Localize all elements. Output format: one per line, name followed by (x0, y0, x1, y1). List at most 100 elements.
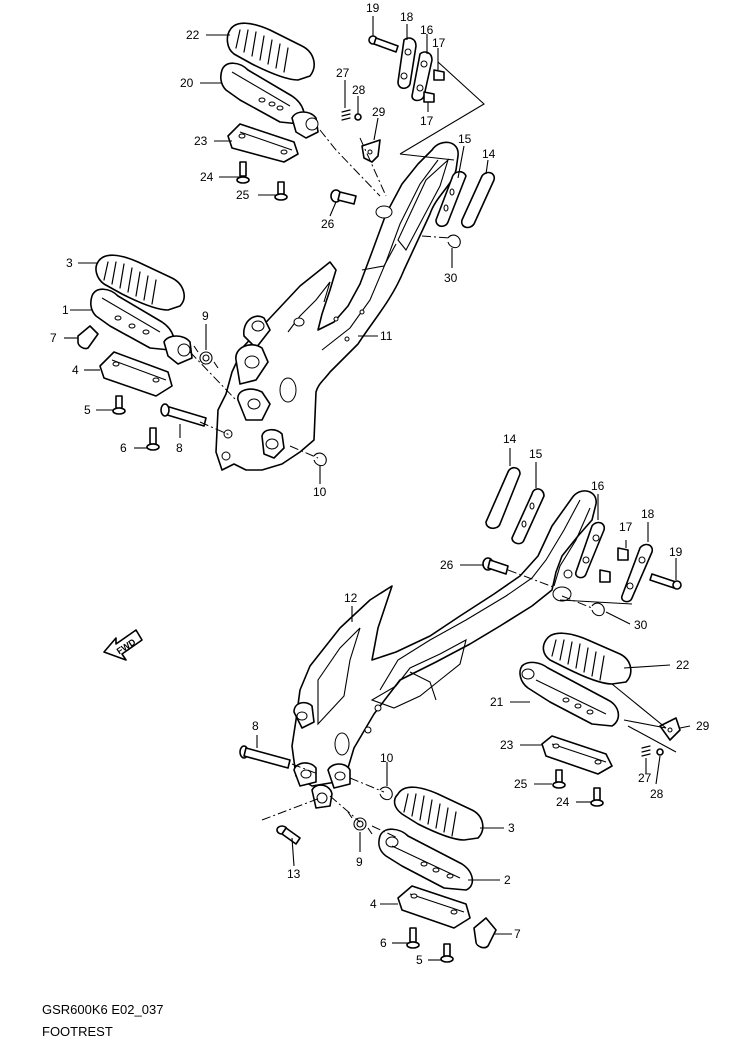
footrest-plate-23-lower (541, 735, 613, 775)
ball-28-lower (656, 748, 664, 756)
bolt-19-upper (368, 35, 399, 53)
footrest-body-2 (378, 828, 474, 891)
callout-29: 29 (372, 105, 386, 119)
footrest-plate-4-upper (99, 351, 173, 397)
callout-6: 6 (380, 936, 387, 950)
clip-30-upper (447, 234, 461, 249)
plate-18-upper (397, 37, 417, 90)
upper-callout-leaders (64, 16, 489, 484)
footrest-body-20 (220, 62, 319, 139)
collar-17-lower-a (617, 547, 629, 561)
callout-12: 12 (344, 591, 358, 605)
footrest-plate-4-lower (397, 885, 471, 929)
fwd-arrow-icon: FWD (103, 629, 143, 661)
callout-24: 24 (200, 170, 214, 184)
rubber-14-lower (485, 466, 521, 530)
plate-29-lower (659, 717, 681, 741)
plate-29-upper (361, 139, 381, 163)
spring-27-upper (341, 109, 351, 121)
rubber-14-upper (460, 171, 496, 229)
callout-5: 5 (84, 403, 91, 417)
callout-17: 17 (432, 36, 446, 50)
callout-22: 22 (186, 28, 200, 42)
callout-30: 30 (444, 271, 458, 285)
cap-7-upper (77, 325, 99, 350)
footrest-rubber-3-upper (95, 254, 185, 311)
callout-labels: 22 20 23 24 25 19 18 16 17 17 27 28 29 1… (50, 1, 710, 967)
callout-6: 6 (120, 441, 127, 455)
callout-3: 3 (66, 256, 73, 270)
callout-23: 23 (500, 738, 514, 752)
diagram-title: FOOTREST (42, 1024, 113, 1039)
bolt-6-lower (406, 927, 420, 949)
pivot-shaft-lower (311, 784, 333, 809)
callout-4: 4 (370, 897, 377, 911)
callout-19: 19 (366, 1, 380, 15)
callout-9: 9 (356, 855, 363, 869)
callout-23: 23 (194, 134, 208, 148)
footrest-rubber-22-upper (226, 22, 315, 81)
cap-7-lower (473, 917, 497, 949)
callout-27: 27 (638, 771, 652, 785)
callout-25: 25 (236, 188, 250, 202)
callout-15: 15 (458, 132, 472, 146)
ball-28-upper (354, 113, 362, 121)
callout-28: 28 (352, 83, 366, 97)
bolt-26-upper (330, 189, 357, 205)
callout-14: 14 (503, 432, 517, 446)
footrest-body-21 (519, 661, 620, 727)
callout-24: 24 (556, 795, 570, 809)
footrest-bracket-12 (291, 490, 597, 789)
callout-1: 1 (62, 303, 69, 317)
bolt-19-lower (649, 573, 682, 590)
rubber-15-lower (511, 488, 545, 545)
plate-16-lower (574, 521, 606, 579)
callout-28: 28 (650, 787, 664, 801)
clip-10-upper (313, 452, 327, 467)
callout-14: 14 (482, 147, 496, 161)
lower-assembly-dash-lines (261, 569, 677, 839)
bolt-5-upper (112, 395, 126, 415)
bolt-25-lower (552, 769, 566, 789)
lower-callout-leaders (256, 448, 691, 961)
pin-8-upper (160, 403, 207, 427)
callout-25: 25 (514, 777, 528, 791)
clip-10-lower (379, 786, 393, 801)
spring-9-lower (347, 811, 373, 835)
upper-assembly-dash-lines (189, 61, 485, 459)
callout-9: 9 (202, 309, 209, 323)
callout-5: 5 (416, 953, 423, 967)
callout-13: 13 (287, 867, 301, 881)
collar-17-upper-a (433, 69, 445, 81)
callout-3: 3 (508, 821, 515, 835)
callout-4: 4 (72, 363, 79, 377)
callout-27: 27 (336, 66, 350, 80)
callout-17: 17 (420, 114, 434, 128)
footrest-rubber-3-lower (393, 786, 484, 841)
clip-30-lower (591, 602, 605, 617)
spring-27-lower (641, 745, 651, 757)
callout-8: 8 (252, 719, 259, 733)
callout-10: 10 (380, 751, 394, 765)
callout-16: 16 (420, 23, 434, 37)
model-code-caption: GSR600K6 E02_037 (42, 1002, 164, 1017)
bolt-24-lower (590, 787, 604, 807)
callout-10: 10 (313, 485, 327, 499)
callout-30: 30 (634, 618, 648, 632)
footrest-rubber-22-lower (542, 632, 632, 685)
bolt-25-upper (274, 181, 288, 201)
bolt-5-lower (440, 943, 454, 963)
plate-18-lower (620, 543, 654, 603)
callout-21: 21 (490, 695, 504, 709)
bolt-6-upper (146, 427, 160, 451)
callout-7: 7 (514, 927, 521, 941)
bolt-26-lower (482, 557, 509, 575)
callout-8: 8 (176, 441, 183, 455)
callout-11: 11 (380, 329, 393, 343)
callout-19: 19 (669, 545, 683, 559)
callout-29: 29 (696, 719, 710, 733)
callout-18: 18 (400, 10, 414, 24)
footrest-body-1 (90, 288, 193, 365)
callout-22: 22 (676, 658, 690, 672)
